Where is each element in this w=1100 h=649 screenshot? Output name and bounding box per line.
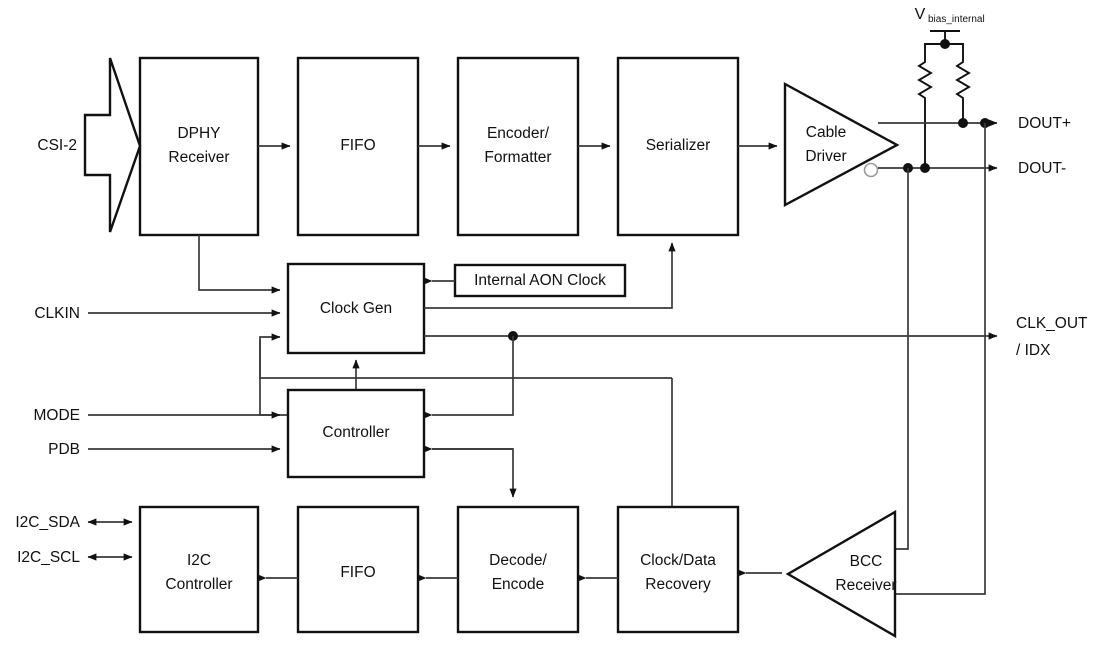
block-cable-driver[interactable]: Cable Driver [783, 81, 900, 208]
port-label-csi2: CSI-2 [37, 137, 77, 154]
port-label-clk-out: CLK_OUT [1016, 315, 1088, 332]
vbias-label: V [915, 6, 926, 23]
block-label: Formatter [484, 149, 551, 166]
port-label-clkin: CLKIN [34, 305, 80, 322]
block-label: DPHY [177, 125, 220, 142]
port-label-i2c-sda: I2C_SDA [15, 514, 80, 531]
block-label: Decode/ [489, 552, 547, 569]
block-label: FIFO [340, 564, 375, 581]
block-fifo-top[interactable]: FIFO [296, 56, 420, 237]
port-label-mode: MODE [34, 407, 81, 424]
block-label: Receiver [835, 577, 896, 594]
wire-clockgen-to-controller [423, 336, 514, 419]
block-clock-data-recovery[interactable]: Clock/Data Recovery [616, 505, 740, 634]
wire-cdr-return-rail [259, 340, 672, 379]
block-label: Recovery [645, 576, 711, 593]
block-label: Serializer [646, 137, 711, 154]
wire-controller-to-clockgen-left [259, 333, 288, 416]
net-dout-minus [878, 163, 998, 173]
inverting-bubble-icon [863, 162, 879, 178]
block-fifo-bottom[interactable]: FIFO [296, 505, 420, 634]
port-label-pdb: PDB [48, 441, 80, 458]
block-label: Clock/Data [640, 552, 716, 569]
block-i2c-controller[interactable]: I2C Controller [138, 505, 260, 634]
block-label: Clock Gen [320, 300, 392, 317]
block-label: BCC [850, 553, 883, 570]
block-bcc-receiver[interactable]: BCC Receiver [785, 509, 897, 639]
block-label: Driver [805, 148, 846, 165]
supply-vbias-internal: V bias_internal [915, 6, 985, 168]
block-encoder-formatter[interactable]: Encoder/ Formatter [456, 56, 580, 237]
wire-clockgen-to-serializer [424, 242, 676, 309]
vbias-sublabel: bias_internal [928, 14, 985, 25]
net-dout-plus [878, 118, 998, 128]
port-label-i2c-scl: I2C_SCL [17, 549, 80, 566]
block-decode-encode[interactable]: Decode/ Encode [456, 505, 580, 634]
block-internal-aon-clock[interactable]: Internal AON Clock [453, 263, 627, 298]
block-label: Encoder/ [487, 125, 550, 142]
csi2-bus-arrow [83, 57, 142, 233]
wire-dout-minus-to-bcc [895, 168, 909, 550]
block-serializer[interactable]: Serializer [616, 56, 740, 237]
port-label-clk-out-idx: / IDX [1016, 342, 1051, 359]
block-clock-gen[interactable]: Clock Gen [286, 262, 426, 355]
block-label: Cable [806, 124, 847, 141]
block-label: Internal AON Clock [474, 272, 606, 289]
block-label: FIFO [340, 137, 375, 154]
block-label: I2C [187, 552, 211, 569]
wire-controller-to-decode [432, 448, 517, 498]
block-label: Controller [165, 576, 232, 593]
block-dphy-receiver[interactable]: DPHY Receiver [138, 56, 260, 237]
block-label: Receiver [168, 149, 229, 166]
wire-dout-plus-to-bcc [895, 123, 986, 595]
wire-dphy-to-clockgen [198, 235, 281, 294]
port-label-dout-minus: DOUT- [1018, 160, 1066, 177]
port-label-dout-plus: DOUT+ [1018, 115, 1071, 132]
block-label: Encode [492, 576, 545, 593]
block-label: Controller [322, 424, 389, 441]
block-controller[interactable]: Controller [286, 388, 426, 479]
